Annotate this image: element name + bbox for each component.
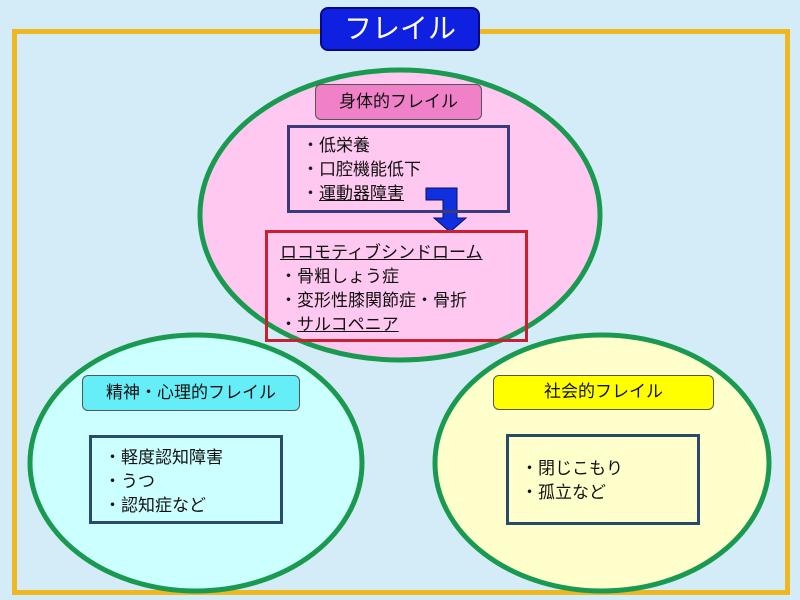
list-item: ・孤立など [521, 483, 606, 503]
bullet: ・ [280, 315, 297, 335]
list-item: ・口腔機能低下 [302, 160, 421, 180]
physical-items-box: ・低栄養 ・口腔機能低下 ・運動器障害 [287, 125, 510, 213]
list-item: ・骨粗しょう症 [280, 267, 399, 287]
list-item: ・運動器障害 [302, 182, 495, 206]
underlined-item: 運動器障害 [319, 184, 404, 204]
physical-frailty-label: 身体的フレイル [315, 84, 482, 120]
social-items-box: ・閉じこもり ・孤立など [506, 434, 700, 525]
page-title: フレイル [320, 7, 480, 51]
list-item: ・うつ [104, 472, 155, 492]
list-item: ・認知症など [104, 496, 206, 516]
social-frailty-label: 社会的フレイル [493, 375, 714, 410]
mental-frailty-label: 精神・心理的フレイル [82, 375, 300, 411]
underlined-item: サルコペニア [297, 315, 399, 335]
list-item: ・低栄養 [302, 136, 370, 156]
mental-items-box: ・軽度認知障害 ・うつ ・認知症など [89, 435, 283, 524]
locomotive-syndrome-box: ロコモティブシンドローム ・骨粗しょう症 ・変形性膝関節症・骨折 ・サルコペニア [265, 230, 528, 342]
list-item: ・閉じこもり [521, 459, 623, 479]
list-item: ・サルコペニア [280, 313, 513, 337]
locomo-heading: ロコモティブシンドローム [280, 243, 483, 263]
list-item: ・変形性膝関節症・骨折 [280, 291, 467, 311]
list-item: ・軽度認知障害 [104, 448, 223, 468]
physical-circle [197, 67, 603, 363]
bullet: ・ [302, 184, 319, 204]
